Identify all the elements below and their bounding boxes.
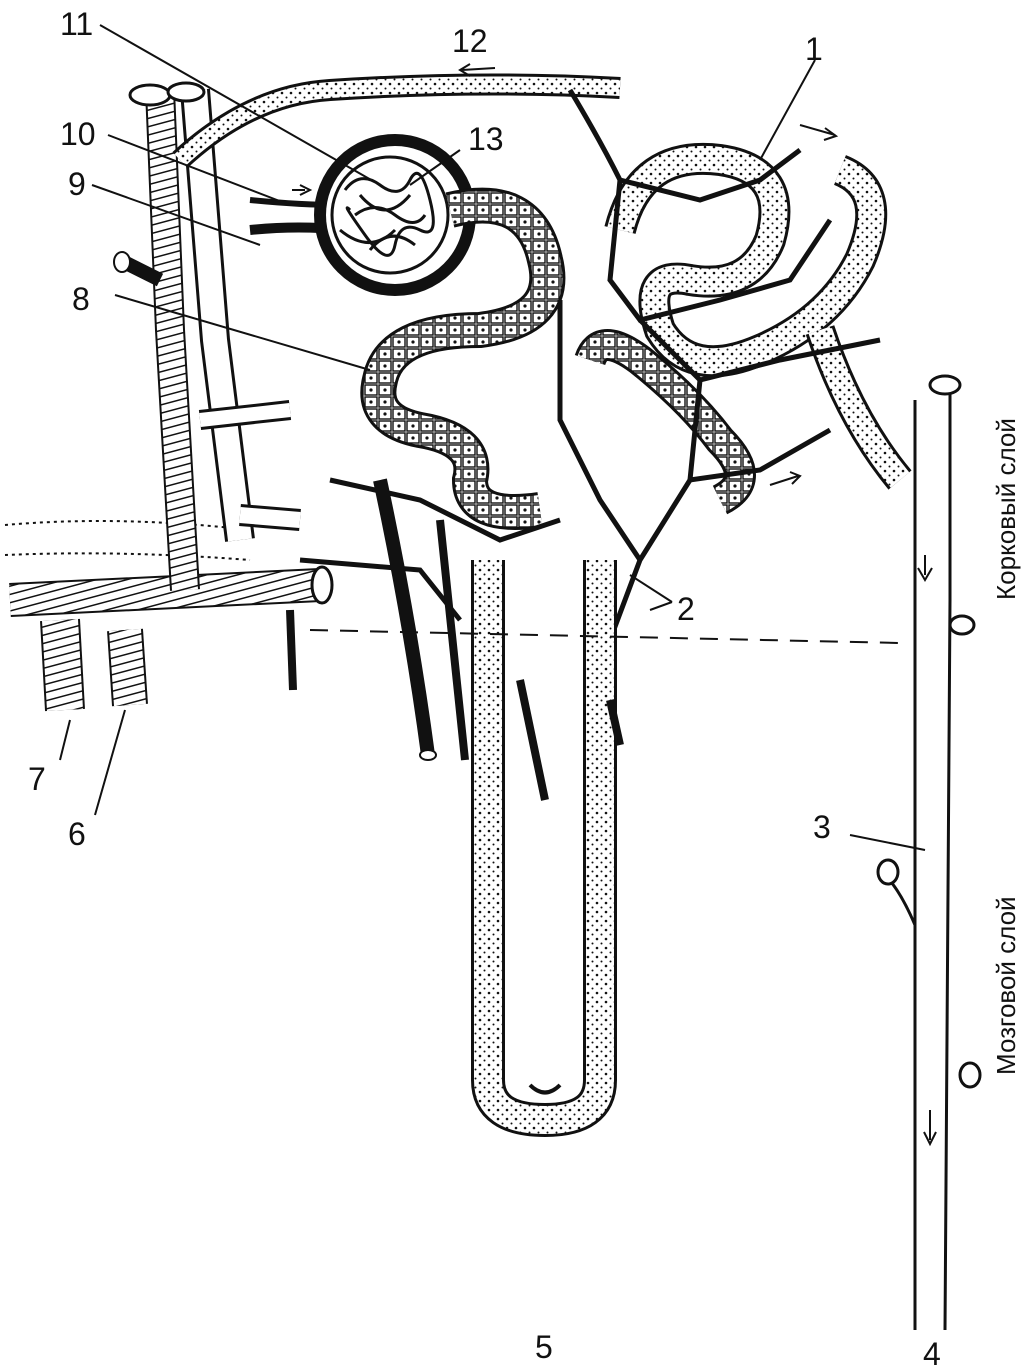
loop-of-henle [373, 478, 624, 1138]
label-7: 7 [28, 761, 46, 797]
leader-lines [59, 24, 926, 851]
label-10: 10 [60, 116, 96, 152]
label-2: 2 [677, 591, 695, 627]
label-5: 5 [535, 1329, 553, 1365]
zone-label-cortex: Корковый слой [991, 418, 1021, 600]
cortex-medulla-boundary [309, 629, 901, 644]
label-4: 4 [923, 1336, 941, 1368]
collecting-duct [876, 374, 982, 1331]
label-9: 9 [68, 166, 86, 202]
label-12: 12 [452, 23, 488, 59]
label-8: 8 [72, 281, 90, 317]
diagram-labels: 1 2 3 4 5 6 7 8 9 10 11 12 13 [28, 6, 941, 1368]
label-13: 13 [468, 121, 504, 157]
label-1: 1 [805, 31, 823, 67]
zone-label-medulla: Мозговой слой [991, 896, 1021, 1075]
distal-tubule [574, 142, 912, 515]
label-3: 3 [813, 809, 831, 845]
flow-arrows [292, 63, 839, 486]
label-6: 6 [68, 816, 86, 852]
proximal-tubule [360, 187, 566, 530]
renal-corpuscle [172, 73, 621, 296]
renal-vessels [4, 81, 334, 712]
label-11: 11 [60, 6, 93, 42]
